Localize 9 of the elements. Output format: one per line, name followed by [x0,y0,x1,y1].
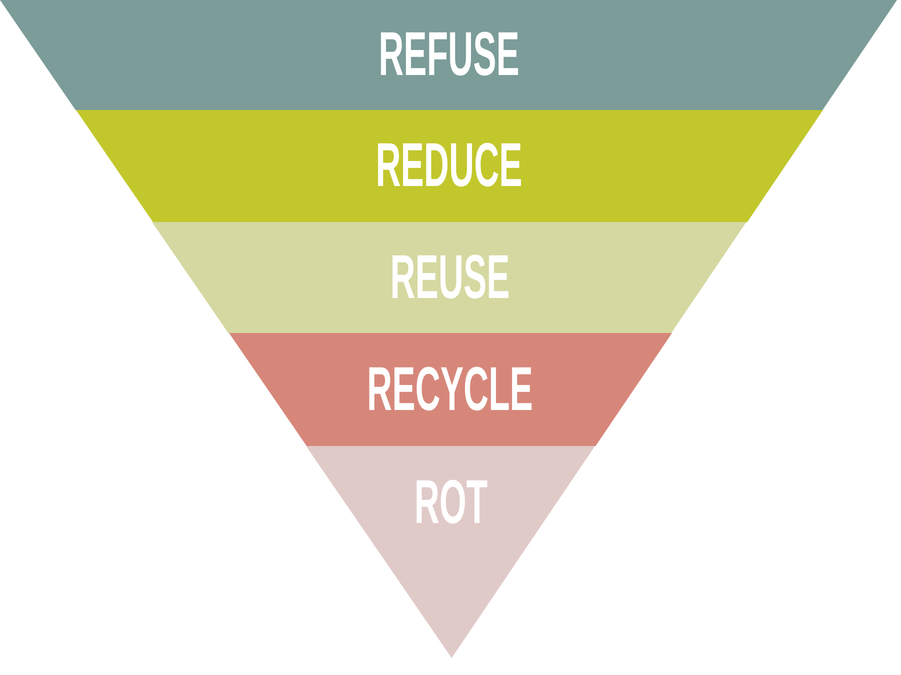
pyramid-band [228,333,672,446]
band-label: REDUCE [376,135,522,197]
pyramid-band [0,0,897,110]
pyramid-band [76,110,823,222]
band-label: RECYCLE [367,359,534,421]
band-label: REFUSE [378,24,519,86]
pyramid-band [306,446,596,658]
pyramid-band [152,222,747,333]
band-label: REUSE [390,247,510,309]
